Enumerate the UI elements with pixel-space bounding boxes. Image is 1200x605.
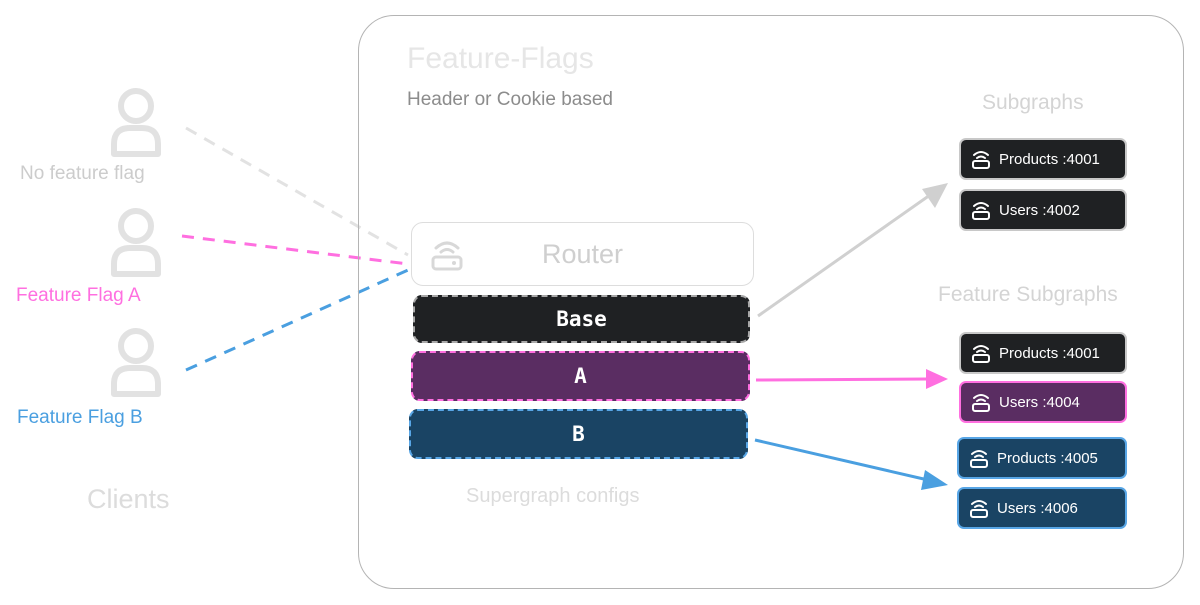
config-b: B (409, 409, 748, 459)
configs-caption: Supergraph configs (466, 485, 640, 507)
subgraph-users-4002: Users :4002 (959, 189, 1127, 231)
user-icon (111, 88, 161, 157)
subgraph-label: Products :4005 (997, 449, 1098, 467)
feature-subgraph-products-4005: Products :4005 (957, 437, 1127, 479)
subgraphs-title: Subgraphs (982, 91, 1084, 114)
router-icon (972, 345, 990, 363)
feature-subgraphs-title: Feature Subgraphs (938, 283, 1118, 306)
subgraph-label: Products :4001 (999, 150, 1100, 168)
feature-subgraph-users-4004: Users :4004 (959, 381, 1127, 423)
subgraph-label: Users :4004 (999, 393, 1080, 411)
router-box: Router (411, 222, 754, 286)
subgraph-label: Users :4006 (997, 499, 1078, 517)
user-icon (111, 208, 161, 277)
router-icon (972, 151, 990, 169)
feature-subgraph-products-4001: Products :4001 (959, 332, 1127, 374)
feature-flags-frame (358, 15, 1184, 589)
client-flag-a-label: Feature Flag A (16, 285, 141, 306)
config-a: A (411, 351, 750, 401)
subgraph-label: Users :4002 (999, 201, 1080, 219)
router-icon (972, 394, 990, 412)
subgraph-label: Products :4001 (999, 344, 1100, 362)
router-icon (972, 202, 990, 220)
user-icon (111, 328, 161, 397)
clients-title: Clients (87, 484, 170, 514)
router-icon (970, 500, 988, 518)
config-base: Base (413, 295, 750, 343)
router-icon (970, 450, 988, 468)
feature-subgraph-users-4006: Users :4006 (957, 487, 1127, 529)
router-label: Router (541, 238, 624, 269)
diagram-subtitle: Header or Cookie based (407, 89, 613, 110)
subgraph-products-4001: Products :4001 (959, 138, 1127, 180)
client-flag-b-label: Feature Flag B (17, 407, 143, 428)
diagram-title: Feature-Flags (407, 42, 594, 75)
router-icon (431, 241, 463, 271)
client-no-flag-label: No feature flag (20, 163, 145, 184)
